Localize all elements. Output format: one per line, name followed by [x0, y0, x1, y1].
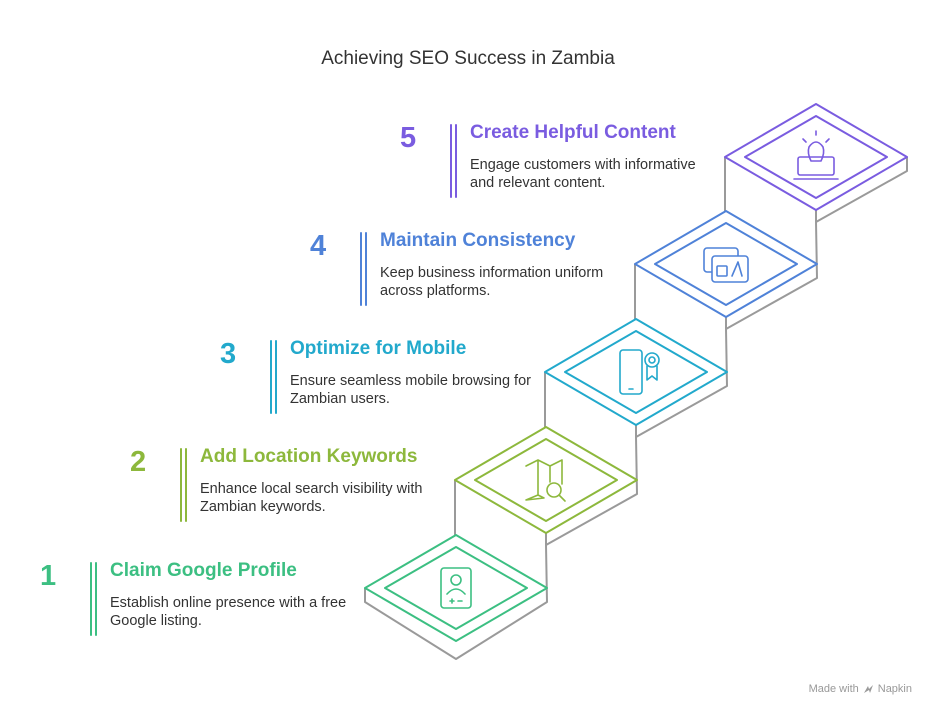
step-2-tile — [454, 426, 638, 534]
step-accent-bar — [180, 448, 187, 522]
step-description: Ensure seamless mobile browsing for Zamb… — [290, 373, 531, 407]
step-number: 3 — [220, 338, 237, 370]
window-stack-icon — [703, 247, 749, 283]
step-accent-bar — [270, 340, 277, 414]
step-accent-bar — [360, 232, 367, 306]
profile-card-icon — [440, 567, 472, 609]
step-heading: Create Helpful Content — [470, 122, 676, 143]
step-5-tile — [724, 103, 908, 211]
step-accent-bar — [90, 562, 97, 636]
step-number: 1 — [40, 560, 57, 592]
step-description: Enhance local search visibility with Zam… — [200, 481, 423, 515]
step-heading: Maintain Consistency — [380, 230, 576, 251]
brand-text: Napkin — [877, 683, 912, 695]
diagram-title: Achieving SEO Success in Zambia — [321, 48, 615, 69]
step-number: 2 — [130, 446, 147, 478]
step-description: Engage customers with informative and re… — [470, 157, 696, 191]
step-number: 4 — [310, 230, 327, 262]
made-with-text: Made with — [808, 683, 859, 695]
step-4-tile — [634, 210, 818, 318]
step-accent-bar — [450, 124, 457, 198]
step-heading: Add Location Keywords — [200, 446, 418, 467]
laptop-idea-icon — [793, 130, 839, 180]
step-1-tile — [364, 534, 548, 642]
step-heading: Optimize for Mobile — [290, 338, 467, 359]
napkin-logo-icon — [863, 684, 873, 693]
step-3-tile — [544, 318, 728, 426]
footer-credit: Made with Napkin — [809, 683, 912, 695]
mobile-badge-icon — [619, 349, 660, 395]
step-number: 5 — [400, 122, 417, 154]
step-description: Keep business information uniform across… — [380, 265, 604, 299]
step-heading: Claim Google Profile — [110, 560, 297, 581]
map-search-icon — [525, 459, 566, 502]
step-description: Establish online presence with a free Go… — [110, 595, 347, 629]
